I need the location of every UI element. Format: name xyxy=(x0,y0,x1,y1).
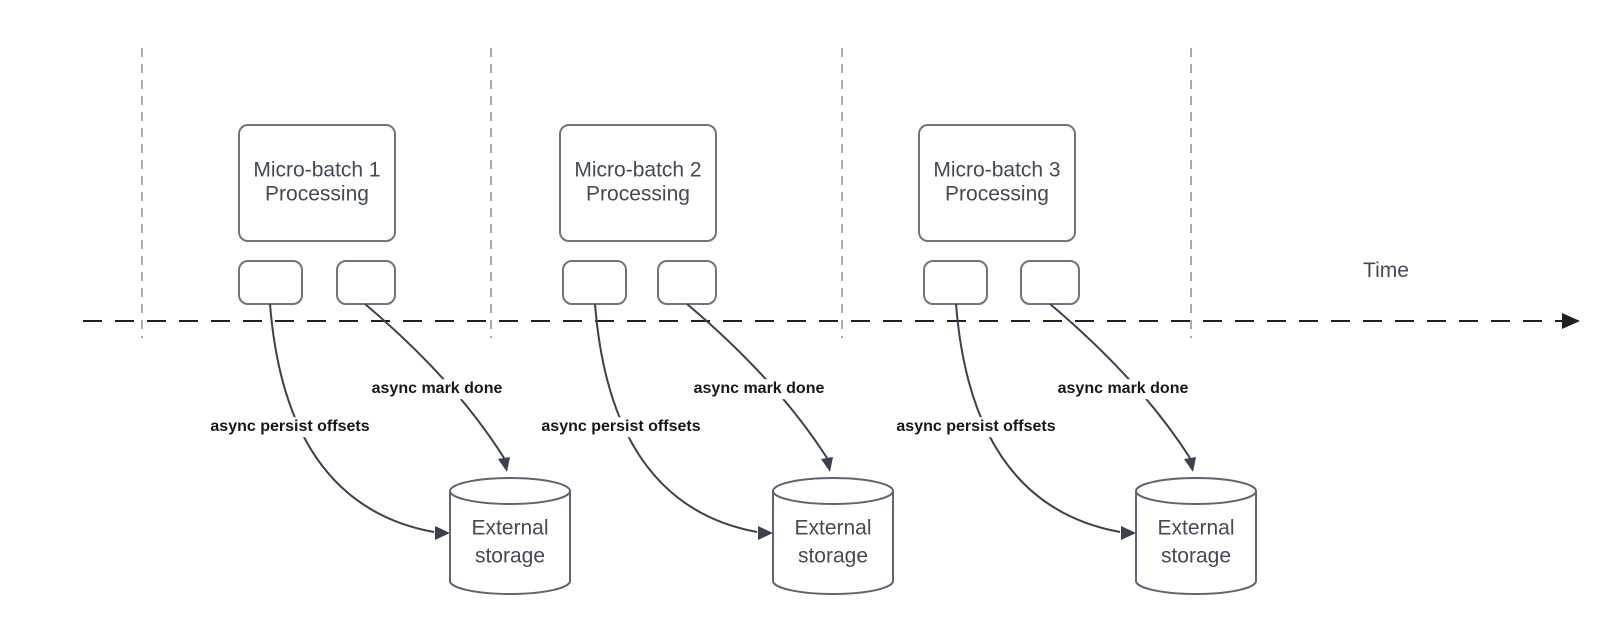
batch-3-process-label: Micro-batch 3 Processing xyxy=(933,158,1061,206)
batch-2-persist-label: async persist offsets xyxy=(538,417,704,437)
batch-1-persist-arrow xyxy=(269,303,435,533)
batch-3-persist-arrow xyxy=(955,303,1121,533)
batch-1-storage-label: External storage xyxy=(471,516,549,567)
batch-3-storage-cylinder-top xyxy=(1135,477,1257,505)
batch-2-markdone-arrowhead-icon xyxy=(821,457,833,472)
batch-2-storage-label: External storage xyxy=(794,516,872,567)
batch-3-markdone-label: async mark done xyxy=(1054,379,1192,399)
batch-1-storage-cylinder-top xyxy=(449,477,571,505)
batch-3-storage-label: External storage xyxy=(1157,516,1235,567)
batch-1-persist-source-box xyxy=(238,260,303,305)
batch-1-markdone-arrowhead-icon xyxy=(498,457,510,472)
batch-2-persist-arrowhead-icon xyxy=(758,526,773,540)
batch-1-storage-cylinder-body xyxy=(449,491,571,595)
batch-1-persist-arrowhead-icon xyxy=(435,526,450,540)
batch-2-markdone-label: async mark done xyxy=(690,379,828,399)
time-axis-arrowhead-icon xyxy=(1562,313,1580,329)
batch-3-markdone-arrowhead-icon xyxy=(1184,457,1196,472)
batch-2-storage-cylinder-body xyxy=(772,491,894,595)
batch-3-markdone-source-box xyxy=(1020,260,1080,305)
batch-1-process-label: Micro-batch 1 Processing xyxy=(253,158,381,206)
batch-3-storage-cylinder-body xyxy=(1135,491,1257,595)
batch-1-process-box xyxy=(238,124,396,242)
time-axis-label: Time xyxy=(1363,259,1409,282)
batch-1-persist-label: async persist offsets xyxy=(207,417,373,437)
batch-3-persist-source-box xyxy=(923,260,988,305)
batch-3-persist-label: async persist offsets xyxy=(893,417,1059,437)
batch-1-markdone-label: async mark done xyxy=(368,379,506,399)
batch-2-storage-cylinder-top xyxy=(772,477,894,505)
batch-2-process-label: Micro-batch 2 Processing xyxy=(574,158,702,206)
batch-2-process-box xyxy=(559,124,717,242)
batch-3-process-box xyxy=(918,124,1076,242)
batch-1-markdone-source-box xyxy=(336,260,396,305)
batch-2-persist-arrow xyxy=(594,303,758,533)
batch-3-persist-arrowhead-icon xyxy=(1121,526,1136,540)
batch-2-markdone-source-box xyxy=(657,260,717,305)
batch-2-persist-source-box xyxy=(562,260,627,305)
